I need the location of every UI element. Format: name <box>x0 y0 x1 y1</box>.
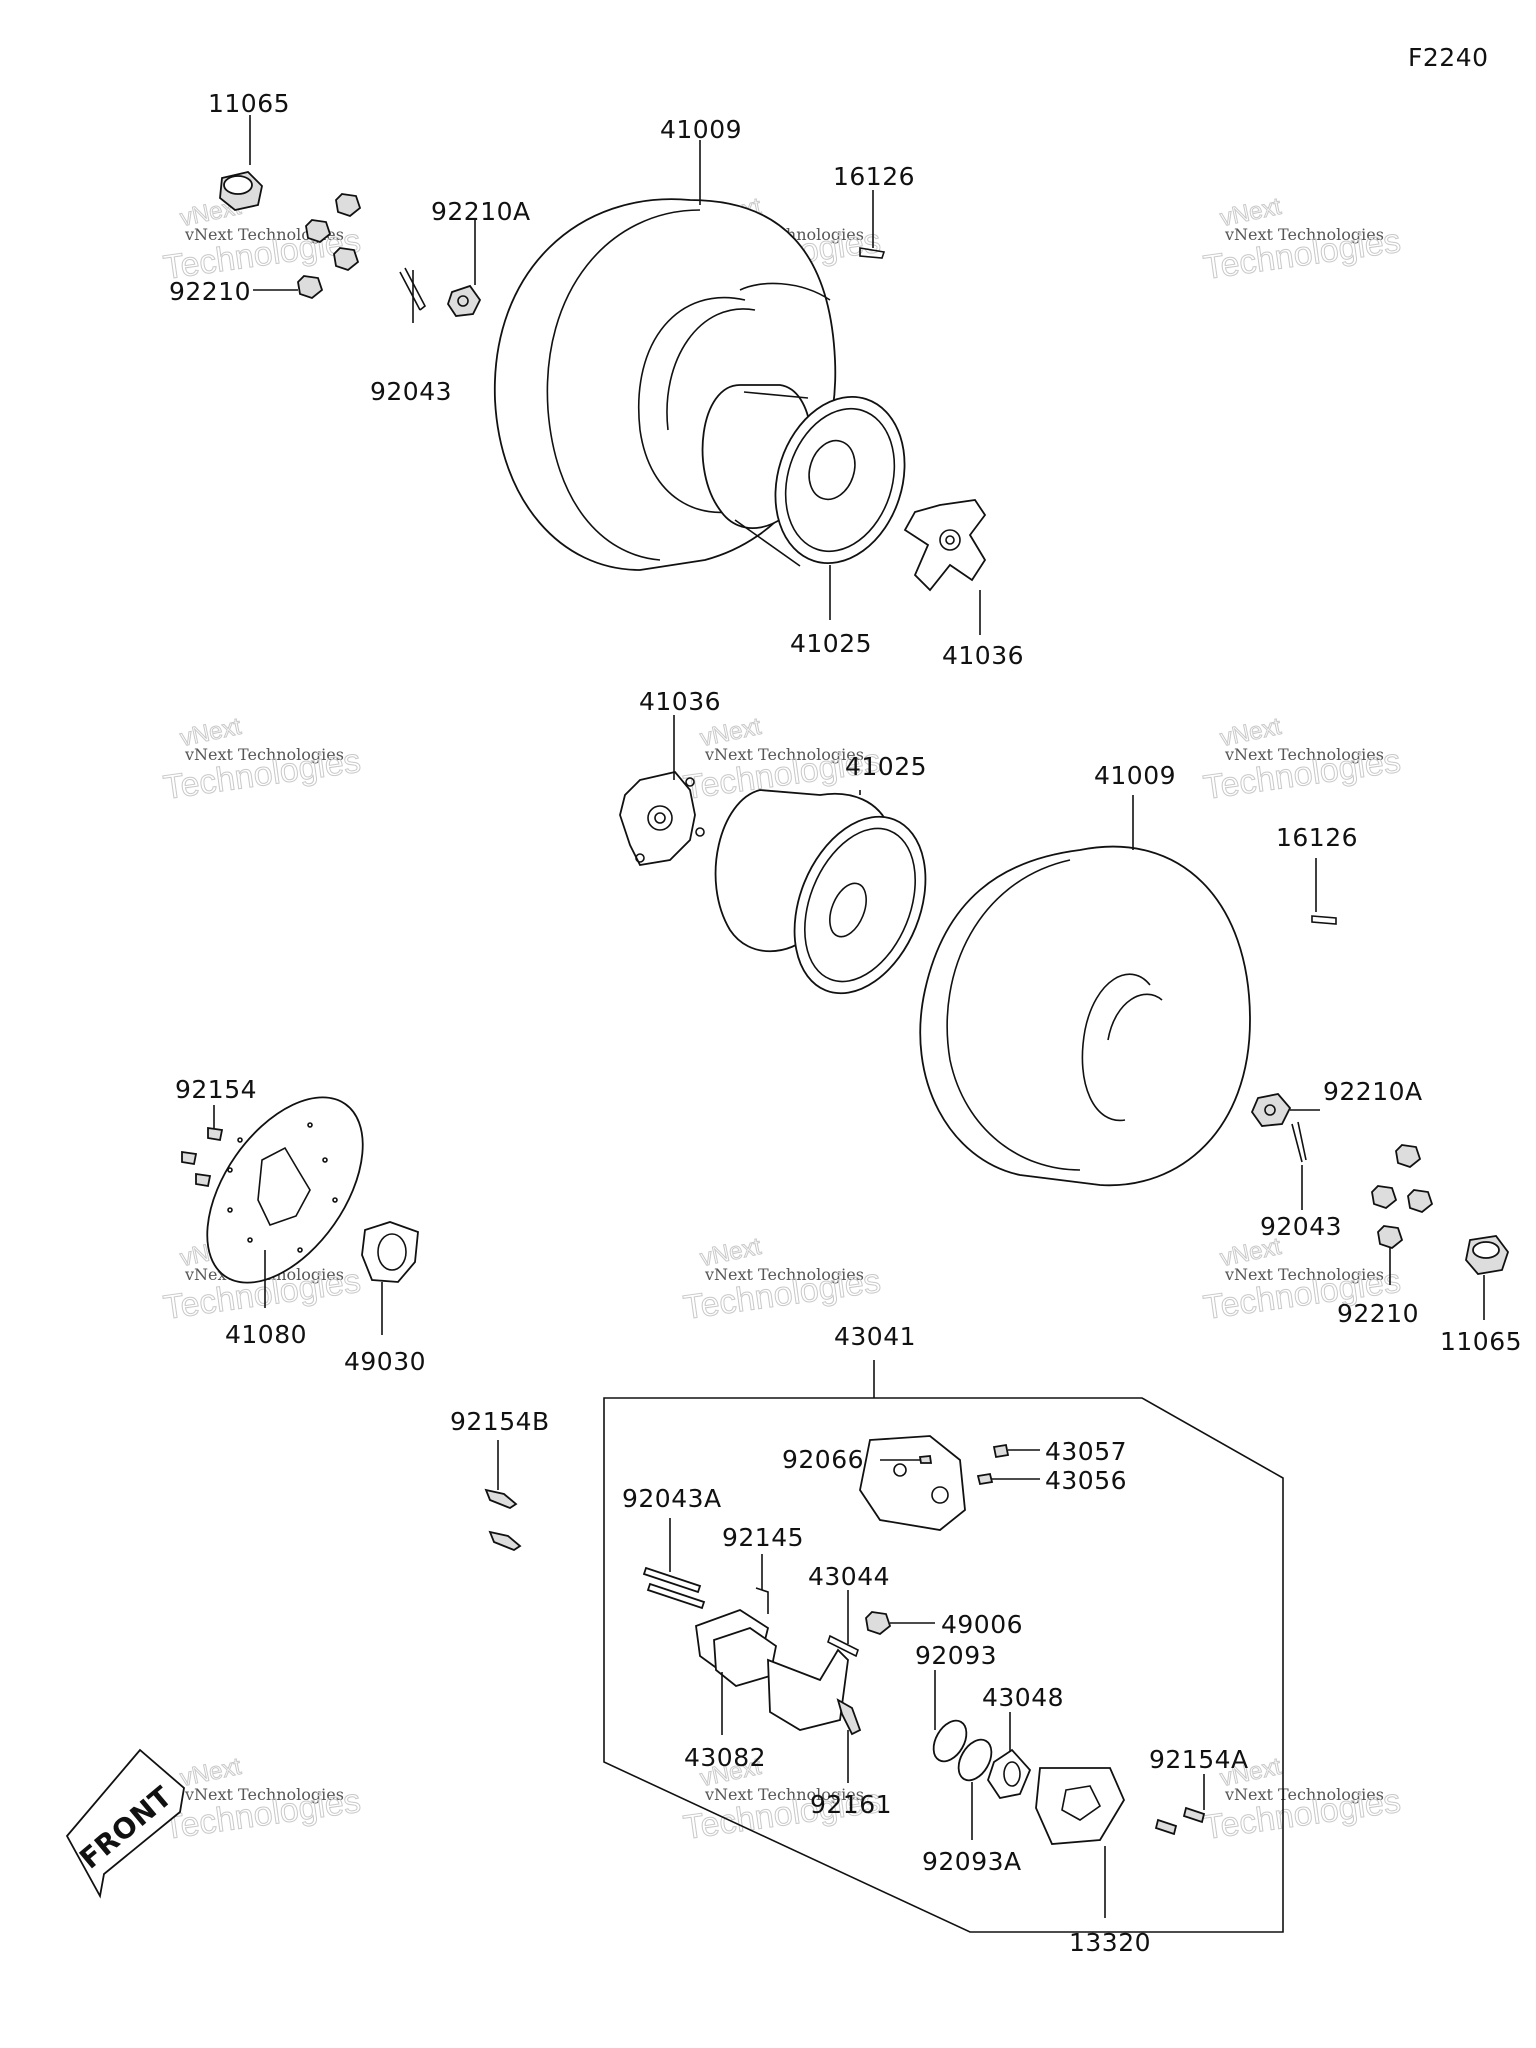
brake-disc-41080[interactable] <box>176 1070 395 1311</box>
label-43057: 43057 <box>1045 1437 1127 1466</box>
figure-code: F2240 <box>1408 43 1489 72</box>
label-92043A: 92043A <box>622 1484 722 1513</box>
label-49030: 49030 <box>344 1347 426 1376</box>
watermark-text: vNext Technologies <box>184 225 344 244</box>
label-13320: 13320 <box>1069 1928 1151 1957</box>
label-43056: 43056 <box>1045 1466 1127 1495</box>
seal-92093A[interactable] <box>952 1734 998 1786</box>
nut-49006[interactable] <box>865 1611 892 1636</box>
valve-16126-mid[interactable] <box>1311 915 1337 925</box>
washer-92210A-mid[interactable] <box>1250 1093 1292 1127</box>
watermark-text: vNext Technologies <box>184 1785 344 1804</box>
label-92210-mid: 92210 <box>1337 1299 1419 1328</box>
label-43048: 43048 <box>982 1683 1064 1712</box>
caliper-body[interactable] <box>859 1435 966 1531</box>
bolts-92154[interactable] <box>181 1126 224 1188</box>
bleeder-valve-43056[interactable] <box>976 1472 994 1486</box>
label-92154A: 92154A <box>1149 1745 1249 1774</box>
cap-43057[interactable] <box>992 1443 1010 1459</box>
label-41009-top: 41009 <box>660 115 742 144</box>
label-92043-mid: 92043 <box>1260 1212 1342 1241</box>
tire-41009-mid[interactable] <box>919 845 1251 1187</box>
seal-92093[interactable] <box>927 1715 973 1767</box>
label-41080: 41080 <box>225 1320 307 1349</box>
watermark-text: vNext Technologies <box>1224 745 1384 764</box>
bolts-92154A[interactable] <box>1154 1806 1206 1836</box>
caliper-holder-13320[interactable] <box>1035 1767 1126 1845</box>
cotter-pin-92043-top[interactable] <box>399 267 427 311</box>
label-92043-top: 92043 <box>370 377 452 406</box>
label-41025-mid: 41025 <box>845 752 927 781</box>
label-92154: 92154 <box>175 1075 257 1104</box>
cotter-pin-92043-mid[interactable] <box>1291 1121 1307 1163</box>
piston-43048[interactable] <box>987 1748 1032 1800</box>
watermark-text: vNext Technologies <box>1224 225 1384 244</box>
part-labels: 11065 92210 92043 92210A 41009 16126 410… <box>169 89 1522 1957</box>
label-92093A: 92093A <box>922 1847 1022 1876</box>
bolts-92154B[interactable] <box>484 1488 522 1552</box>
watermark-text: vNext Technologies <box>184 745 344 764</box>
watermark-text: vNext Technologies <box>1224 1265 1384 1284</box>
caliper-assembly-43041-box <box>603 1397 1284 1933</box>
label-41036-mid: 41036 <box>639 687 721 716</box>
watermark-text: vNext Technologies <box>1224 1785 1384 1804</box>
castle-nut-11065-mid[interactable] <box>1465 1235 1510 1275</box>
label-92161: 92161 <box>810 1790 892 1819</box>
brake-pads-43082[interactable] <box>695 1609 777 1687</box>
watermark-text: vNext Technologies <box>704 1785 864 1804</box>
rim-41025-top[interactable] <box>701 380 926 580</box>
label-49006: 49006 <box>941 1610 1023 1639</box>
label-92210A-top: 92210A <box>431 197 531 226</box>
nuts-92210-top[interactable] <box>297 193 362 300</box>
watermark-text: vNext Technologies <box>704 745 864 764</box>
label-92093: 92093 <box>915 1641 997 1670</box>
label-43041: 43041 <box>834 1322 916 1351</box>
label-92145: 92145 <box>722 1523 804 1552</box>
washer-92210A-top[interactable] <box>447 284 482 317</box>
watermark-text: vNext Technologies <box>704 1265 864 1284</box>
front-direction-arrow: FRONT <box>65 1748 185 1899</box>
hub-41036-top[interactable] <box>903 499 987 592</box>
pins-92043A[interactable] <box>642 1566 706 1610</box>
label-16126-mid: 16126 <box>1276 823 1358 852</box>
label-92210A-mid: 92210A <box>1323 1077 1423 1106</box>
label-92154B: 92154B <box>450 1407 550 1436</box>
castle-nut-11065-top[interactable] <box>219 171 263 211</box>
label-92066: 92066 <box>782 1445 864 1474</box>
rim-41025-mid[interactable] <box>714 789 951 1013</box>
label-43082: 43082 <box>684 1743 766 1772</box>
label-41025-top: 41025 <box>790 629 872 658</box>
leader-lines <box>213 115 1485 1918</box>
hub-49030[interactable] <box>361 1221 419 1283</box>
pad-spring-92145[interactable] <box>755 1587 769 1614</box>
label-16126-top: 16126 <box>833 162 915 191</box>
label-92210-top: 92210 <box>169 277 251 306</box>
label-41009-mid: 41009 <box>1094 761 1176 790</box>
valve-16126-top[interactable] <box>859 247 886 259</box>
nuts-92210-mid[interactable] <box>1371 1144 1434 1250</box>
label-43044: 43044 <box>808 1562 890 1591</box>
label-41036-top: 41036 <box>942 641 1024 670</box>
label-11065-mid: 11065 <box>1440 1327 1522 1356</box>
bracket-43044[interactable] <box>767 1634 859 1731</box>
bleeder-cap-92066[interactable] <box>918 1455 933 1464</box>
label-11065-top: 11065 <box>208 89 290 118</box>
hub-41036-mid[interactable] <box>619 770 705 866</box>
bolt-92161[interactable] <box>836 1698 862 1736</box>
